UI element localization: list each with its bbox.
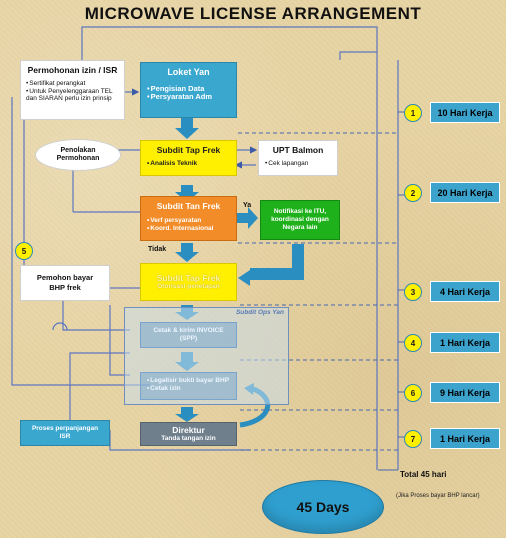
cetak-kirim-sub: (SPP) [179, 335, 198, 342]
page-title: MICROWAVE LICENSE ARRANGEMENT [84, 4, 422, 23]
subdit-tap-frek-1-box: Subdit Tap Frek Analisis Teknik [140, 140, 237, 176]
notifikasi-box: Notifikasi ke ITU, koordinasi dengan Neg… [260, 200, 340, 240]
permohonan-title: Permohonan izin / ISR [27, 65, 118, 75]
permohonan-item-2: Untuk Penyelenggaraan TEL dan SIARAN per… [26, 88, 119, 102]
loket-yan-title: Loket Yan [167, 67, 210, 77]
subdit-tan-frek-title: Subdit Tan Frek [156, 201, 221, 211]
step-3-duration: 4 Hari Kerja [430, 281, 500, 302]
pemohon-bayar-box: Pemohon bayar BHP frek [20, 265, 110, 301]
subdit-tap-frek-2-box: Subdit Tap Frek Otorisasi penetapan [140, 263, 237, 301]
permohonan-box: Permohonan izin / ISR Sertifikat perangk… [20, 60, 125, 120]
subdit-tap-frek-1-item: Analisis Teknik [147, 160, 230, 168]
legalisir-item-1: Legalisir bukti bayar BHP [147, 377, 230, 385]
label-tidak: Tidak [148, 246, 167, 253]
subdit-ops-yan-title: Subdit Ops Yan [235, 309, 284, 316]
step-7-duration: 1 Hari Kerja [430, 428, 500, 449]
direktur-box: Direktur Tanda tangan izin [140, 422, 237, 446]
legalisir-item-2: Cetak izin [147, 385, 230, 393]
total-days-ellipse: 45 Days [262, 480, 384, 534]
subdit-tap-frek-2-sub: Otorisasi penetapan [157, 283, 220, 290]
subdit-tan-frek-box: Subdit Tan Frek Verf persyaratan Koord. … [140, 196, 237, 241]
step-2-duration: 20 Hari Kerja [430, 182, 500, 203]
total-days-text: 45 Days [296, 499, 350, 515]
penolakan-title: Penolakan Permohonan [56, 147, 100, 162]
step-6-duration: 9 Hari Kerja [430, 382, 500, 403]
cetak-kirim-box: Cetak & kirim INVOICE (SPP) [140, 322, 237, 348]
step-6-circle: 6 [404, 384, 422, 402]
step-1-circle: 1 [404, 104, 422, 122]
upt-balmon-title: UPT Balmon [272, 145, 324, 155]
subdit-tap-frek-1-title: Subdit Tap Frek [156, 145, 221, 155]
subdit-tan-frek-item-2: Koord. Internasional [147, 225, 230, 233]
loket-yan-item-2: Persyaratan Adm [147, 93, 230, 101]
legalisir-box: Legalisir bukti bayar BHP Cetak izin [140, 372, 237, 400]
loket-yan-box: Loket Yan Pengisian Data Persyaratan Adm [140, 62, 237, 118]
total-label: Total 45 hari [400, 470, 447, 479]
upt-balmon-item: Cek lapangan [265, 160, 331, 168]
permohonan-item-1: Sertifikat perangkat [26, 80, 119, 88]
subdit-tap-frek-2-title: Subdit Tap Frek [156, 273, 221, 283]
subdit-tan-frek-item-1: Verf persyaratan [147, 217, 230, 225]
penolakan-box: Penolakan Permohonan [35, 139, 121, 171]
proses-perpanjangan-box: Proses perpanjangan ISR [20, 420, 110, 446]
cetak-kirim-title: Cetak & kirim INVOICE [153, 327, 224, 334]
upt-balmon-box: UPT Balmon Cek lapangan [258, 140, 338, 176]
notifikasi-text: Notifikasi ke ITU, koordinasi dengan Neg… [271, 208, 329, 231]
step-7-circle: 7 [404, 430, 422, 448]
step-3-circle: 3 [404, 283, 422, 301]
proses-perpanjangan-title: Proses perpanjangan ISR [31, 425, 99, 440]
direktur-sub: Tanda tangan izin [161, 435, 216, 442]
step-5-circle: 5 [15, 242, 33, 260]
loket-yan-item-1: Pengisian Data [147, 85, 230, 93]
label-ya: Ya [243, 202, 252, 209]
step-4-duration: 1 Hari Kerja [430, 332, 500, 353]
total-note: (Jika Proses bayar BHP lancar) [396, 493, 480, 499]
step-2-circle: 2 [404, 184, 422, 202]
pemohon-bayar-title: Pemohon bayar BHP frek [36, 273, 94, 292]
direktur-title: Direktur [172, 425, 205, 435]
step-4-circle: 4 [404, 334, 422, 352]
step-1-duration: 10 Hari Kerja [430, 102, 500, 123]
